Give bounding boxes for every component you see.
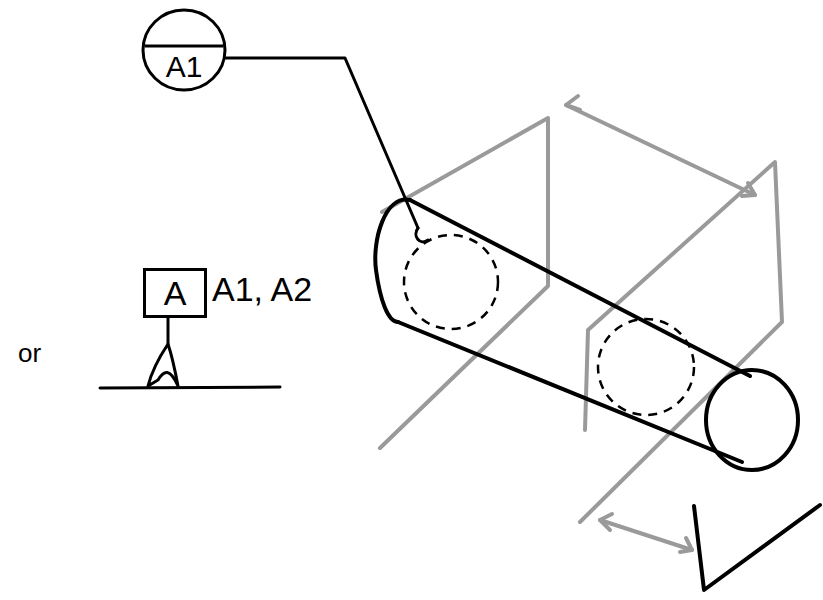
datum-targets-text: A1, A2 bbox=[212, 270, 312, 309]
cylinder bbox=[375, 200, 798, 470]
datum-feature-symbol bbox=[100, 318, 280, 388]
target-label: A1 bbox=[141, 52, 227, 82]
target-areas bbox=[404, 235, 694, 415]
datum-target-planes bbox=[380, 96, 782, 552]
datum-target-symbol: A1 bbox=[141, 8, 227, 92]
or-text: or bbox=[18, 338, 41, 369]
leader-line bbox=[226, 58, 428, 242]
surface-symbol bbox=[694, 505, 820, 590]
datum-feature-box: A bbox=[143, 268, 207, 318]
datum-letter: A bbox=[164, 276, 187, 310]
